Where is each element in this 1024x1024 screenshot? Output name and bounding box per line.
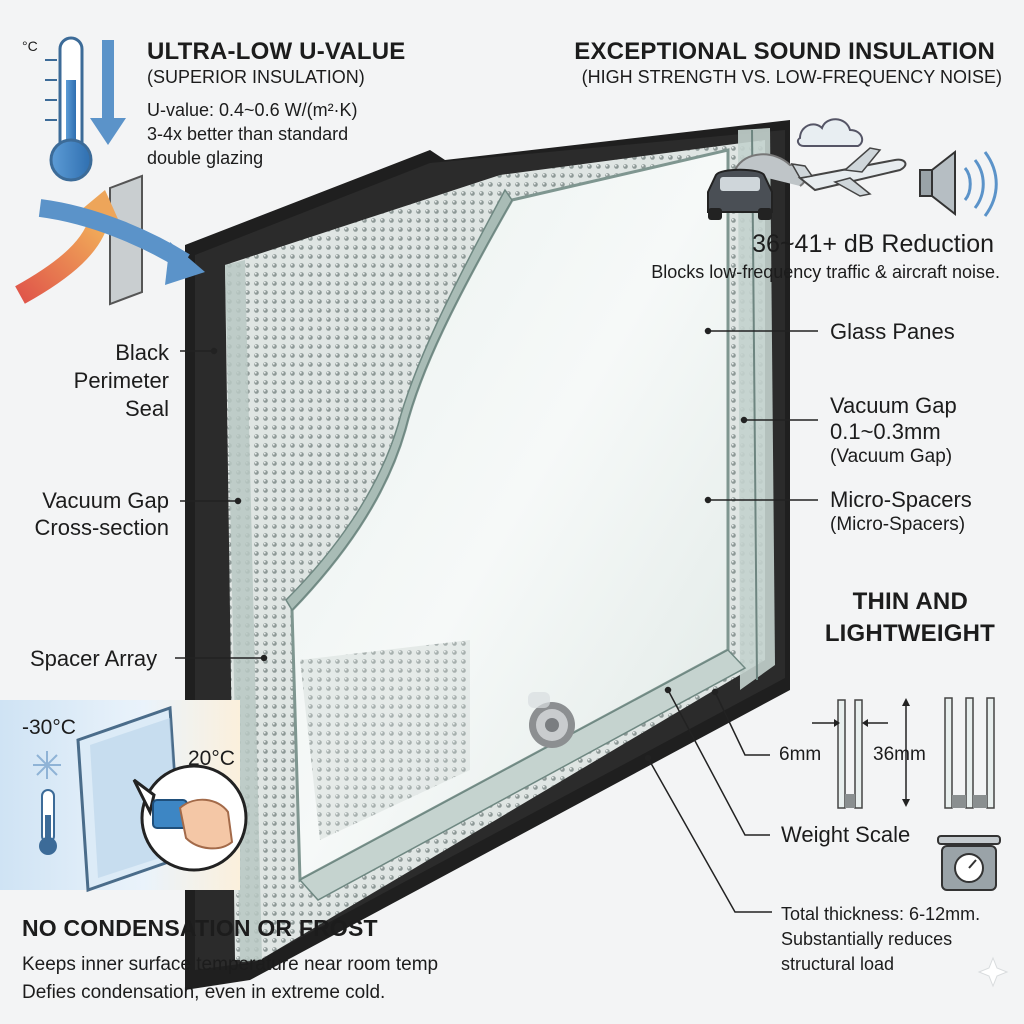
glass-edge-left	[225, 260, 262, 962]
condensation-line-2: Defies condensation, even in extreme col…	[22, 982, 386, 1003]
label-perimeter-seal-3: Seal	[124, 396, 169, 421]
label-vacuum-gap: Vacuum Gap	[830, 393, 957, 418]
sound-description: Blocks low-frequency traffic & aircraft …	[651, 262, 1000, 282]
thin-title-2: LIGHTWEIGHT	[824, 620, 995, 647]
db-reduction: 36~41+ dB Reduction	[752, 230, 994, 258]
thermometer-icon	[45, 36, 93, 182]
down-arrow-icon	[90, 40, 126, 145]
label-perimeter-seal-1: Black	[115, 340, 169, 365]
condensation-panel	[0, 700, 248, 893]
sound-subtitle: (HIGH STRENGTH VS. LOW-FREQUENCY NOISE)	[581, 67, 1002, 87]
label-vacuum-gap-size: 0.1~0.3mm	[830, 419, 941, 444]
cold-thermometer-icon	[39, 789, 57, 855]
warm-temperature: 20°C	[188, 747, 235, 770]
label-weight-scale: Weight Scale	[781, 822, 911, 847]
structural-load-2: structural load	[781, 954, 895, 974]
pump-out-cap	[528, 692, 575, 748]
total-thickness: Total thickness: 6-12mm.	[781, 904, 981, 924]
thickness-igu-section	[902, 697, 995, 809]
dim-36mm: 36mm	[873, 744, 926, 765]
label-glass-panes: Glass Panes	[830, 319, 955, 344]
structural-load-1: Substantially reduces	[781, 929, 953, 949]
airplane-icon	[790, 147, 907, 197]
u-value-comparison: 3-4x better than standard	[147, 124, 349, 144]
sparkle-icon	[977, 956, 1009, 988]
snowflake-icon	[33, 751, 61, 779]
heat-reflection-icon	[15, 174, 205, 306]
thin-title-1: THIN AND	[852, 588, 968, 615]
leader-lines	[175, 327, 818, 913]
bottom-glass-rail	[298, 649, 747, 901]
u-value-comparison-2: double glazing	[147, 148, 264, 168]
insulation-subtitle: (SUPERIOR INSULATION)	[147, 67, 365, 87]
insulation-title: ULTRA-LOW U-VALUE	[147, 38, 406, 65]
label-vacuum-gap-note: (Vacuum Gap)	[830, 446, 953, 467]
label-vacuum-gap-section-1: Vacuum Gap	[42, 488, 169, 513]
car-icon	[707, 153, 808, 220]
label-micro-spacers: Micro-Spacers	[830, 487, 972, 512]
celsius-unit-label: °C	[22, 38, 38, 54]
weight-scale-icon	[937, 835, 1001, 891]
thickness-vig-section	[812, 699, 888, 809]
sound-title: EXCEPTIONAL SOUND INSULATION	[574, 38, 995, 65]
label-perimeter-seal-2: Perimeter	[73, 368, 169, 393]
cold-temperature: -30°C	[22, 716, 76, 739]
window-assembly	[185, 120, 790, 990]
hand-wiping-icon	[132, 764, 248, 872]
speaker-icon	[919, 149, 998, 217]
label-micro-spacers-note: (Micro-Spacers)	[830, 514, 966, 535]
condensation-line-1: Keeps inner surface temperature near roo…	[22, 954, 439, 975]
dim-6mm: 6mm	[779, 744, 822, 765]
cloud-icon	[796, 118, 864, 147]
condensation-title: NO CONDENSATION OR FROST	[22, 915, 378, 941]
label-spacer-array: Spacer Array	[30, 646, 158, 671]
label-vacuum-gap-section-2: Cross-section	[34, 515, 169, 540]
u-value-text: U-value: 0.4~0.6 W/(m²·K)	[147, 100, 358, 120]
